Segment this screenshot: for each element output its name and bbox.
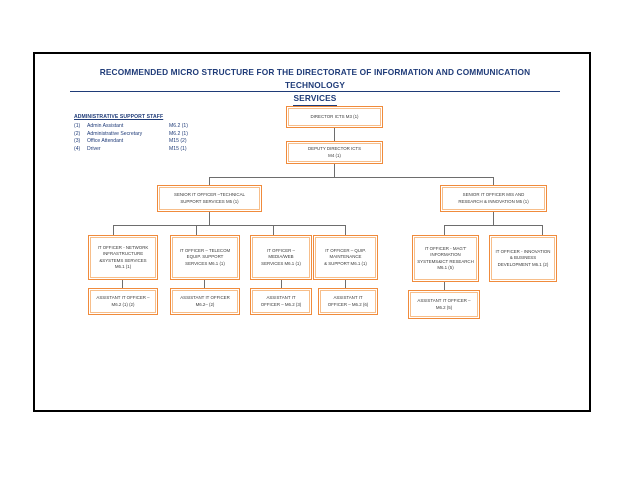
- org-node-it-officer-network[interactable]: IT OFFICER - NETWORK INFRASTRUCTURE &SYS…: [88, 235, 158, 280]
- admin-item-grade: M15 (2): [169, 138, 187, 145]
- org-node-equip-line2: MAINTENANCE: [329, 254, 362, 260]
- connector-to-equip-maint: [345, 225, 346, 235]
- admin-item-number: (2): [74, 130, 81, 137]
- connector-level2-bus: [209, 177, 493, 178]
- connector-equip-assistant: [345, 280, 346, 288]
- connector-senior-mis-down: [493, 212, 494, 225]
- org-node-asst-equip-line2: OFFICER – M6.2 (6): [327, 301, 369, 307]
- connector-to-senior-mis: [493, 177, 494, 187]
- admin-item-number: (4): [74, 145, 81, 152]
- org-node-deputy-director-line2: M4 (1): [328, 152, 341, 158]
- org-node-assistant-it-officer-mediaweb[interactable]: ASSISTANT IT OFFICER – M6.2 (3): [250, 288, 312, 315]
- connector-mis-assistant: [444, 282, 445, 290]
- org-node-it-officer-innovation[interactable]: IT OFFICER - INNOVATION & BUSINESS DEVEL…: [489, 235, 557, 282]
- org-node-senior-mis-line1: SENIOR IT OFFICER MIS AND: [462, 192, 525, 198]
- connector-to-telecom: [196, 225, 197, 235]
- org-node-director[interactable]: DIRECTOR ICTS M3 (1): [286, 106, 383, 128]
- org-node-mis-research-line3: SYSTEMS&ICT RESEARCH: [417, 258, 474, 264]
- org-node-asst-mis-line1: ASSISTANT IT OFFICER –: [417, 298, 471, 304]
- connector-director-deputy: [334, 128, 335, 141]
- connector-deputy-down: [334, 163, 335, 177]
- connector-to-mis-research: [444, 225, 445, 235]
- org-node-asst-network-line1: ASSISTANT IT OFFICER –: [96, 295, 150, 301]
- connector-to-innovation: [542, 225, 543, 235]
- org-node-innovation-line2: & BUSINESS: [509, 255, 537, 261]
- admin-item-role: Driver: [87, 145, 101, 152]
- org-node-it-officer-mediaweb[interactable]: IT OFFICER – MEDIA/WEB SERVICES M6.1 (1): [250, 235, 312, 280]
- org-node-telecom-line1: IT OFFICER – TELECOM: [179, 248, 231, 254]
- org-node-assistant-it-officer-mis[interactable]: ASSISTANT IT OFFICER – M6.2 (5): [408, 290, 480, 319]
- org-node-asst-mediaweb-line2: OFFICER – M6.2 (3): [260, 301, 302, 307]
- org-node-network-line4: M6.1 (1): [114, 263, 132, 269]
- org-node-innovation-line1: IT OFFICER - INNOVATION: [495, 249, 551, 255]
- org-node-it-officer-mis-research[interactable]: IT OFFICER - MAGT' INFORMATION SYSTEMS&I…: [412, 235, 479, 282]
- connector-telecom-assistant: [204, 280, 205, 288]
- org-node-it-officer-equipment-maintenance[interactable]: IT OFFICER – QUIP. MAINTENANCE & SUPPORT…: [313, 235, 378, 280]
- page-title: RECOMMENDED MICRO STRUCTURE FOR THE DIRE…: [70, 66, 560, 106]
- org-node-network-line3: &SYSTEMS SERVICES: [99, 257, 147, 263]
- org-node-telecom-line2: EQUIP. SUPPORT: [186, 254, 224, 260]
- org-node-deputy-director[interactable]: DEPUTY DIRECTOR ICTS M4 (1): [286, 141, 383, 164]
- org-node-mediaweb-line2: MEDIA/WEB: [268, 254, 294, 260]
- connector-senior-tech-down: [209, 212, 210, 225]
- list-item: (3) Office Attendant M15 (2): [74, 138, 219, 146]
- org-node-assistant-it-officer-telecom[interactable]: ASSISTANT IT OFFICER M6.2– (2): [170, 288, 240, 315]
- admin-item-role: Office Attendant: [87, 138, 124, 145]
- connector-to-mediaweb: [273, 225, 274, 235]
- connector-network-assistant: [122, 280, 123, 288]
- org-node-assistant-it-officer-network[interactable]: ASSISTANT IT OFFICER – M6.2 (1) (2): [88, 288, 158, 315]
- admin-support-heading: ADMINISTRATIVE SUPPORT STAFF: [74, 114, 164, 120]
- admin-item-number: (3): [74, 138, 81, 145]
- org-node-mis-research-line4: M6.1 (5): [437, 264, 454, 270]
- org-node-asst-telecom-line1: ASSISTANT IT OFFICER: [180, 295, 230, 301]
- connector-to-network: [113, 225, 114, 235]
- connector-level3-left-bus: [113, 225, 345, 226]
- org-node-senior-it-officer-technical[interactable]: SENIOR IT OFFICER –TECHNICAL SUPPORT SER…: [157, 185, 262, 212]
- org-node-mediaweb-line1: IT OFFICER –: [267, 248, 295, 254]
- connector-to-senior-tech: [209, 177, 210, 187]
- org-node-equip-line3: & SUPPORT M6.1 (1): [324, 260, 367, 266]
- admin-item-role: Admin Assistant: [87, 123, 124, 130]
- org-node-asst-telecom-line2: M6.2– (2): [195, 301, 215, 307]
- connector-level3-right-bus: [444, 225, 542, 226]
- org-node-network-line2: INFRASTRUCTURE: [102, 251, 144, 257]
- admin-item-role: Administrative Secretary: [87, 130, 143, 137]
- org-node-asst-mis-line2: M6.2 (5): [435, 304, 453, 310]
- org-node-senior-mis-line2: RESEARCH & INNOVATION M5 (1): [458, 198, 529, 204]
- org-node-senior-it-officer-mis[interactable]: SENIOR IT OFFICER MIS AND RESEARCH & INN…: [440, 185, 547, 212]
- page-title-line2: SERVICES: [293, 92, 337, 106]
- org-node-equip-line1: IT OFFICER – QUIP.: [325, 248, 366, 254]
- org-node-asst-mediaweb-line1: ASSISTANT IT: [266, 295, 296, 301]
- org-node-assistant-it-officer-equipment[interactable]: ASSISTANT IT OFFICER – M6.2 (6): [318, 288, 378, 315]
- admin-item-grade: M6.2 (1): [169, 123, 188, 130]
- admin-item-number: (1): [74, 123, 81, 130]
- org-node-director-line1: DIRECTOR ICTS M3 (1): [310, 113, 359, 119]
- org-node-it-officer-telecom[interactable]: IT OFFICER – TELECOM EQUIP. SUPPORT SERV…: [170, 235, 240, 280]
- org-node-mis-research-line1: IT OFFICER - MAGT': [424, 246, 467, 252]
- org-node-network-line1: IT OFFICER - NETWORK: [97, 245, 149, 251]
- org-node-telecom-line3: SERVICES M6.1 (1): [185, 260, 225, 266]
- list-item: (4) Driver M15 (1): [74, 146, 219, 154]
- org-node-deputy-director-line1: DEPUTY DIRECTOR ICTS: [307, 146, 362, 152]
- org-node-asst-equip-line1: ASSISTANT IT: [333, 295, 363, 301]
- org-node-senior-tech-line2: SUPPORT SERVICES M5 (1): [180, 198, 239, 204]
- org-node-senior-tech-line1: SENIOR IT OFFICER –TECHNICAL: [174, 192, 245, 198]
- org-node-mis-research-line2: INFORMATION: [430, 252, 461, 258]
- org-node-innovation-line3: DEVELOPMENT M6.1 (2): [497, 261, 549, 267]
- connector-mediaweb-assistant: [281, 280, 282, 288]
- administrative-support-staff-list: ADMINISTRATIVE SUPPORT STAFF (1) Admin A…: [74, 114, 219, 153]
- list-item: (2) Administrative Secretary M6.2 (1): [74, 131, 219, 139]
- admin-item-grade: M15 (1): [169, 145, 187, 152]
- list-item: (1) Admin Assistant M6.2 (1): [74, 123, 219, 131]
- page-title-line1: RECOMMENDED MICRO STRUCTURE FOR THE DIRE…: [70, 66, 560, 92]
- org-node-mediaweb-line3: SERVICES M6.1 (1): [261, 260, 301, 266]
- org-node-asst-network-line2: M6.2 (1) (2): [111, 301, 135, 307]
- admin-item-grade: M6.2 (1): [169, 130, 188, 137]
